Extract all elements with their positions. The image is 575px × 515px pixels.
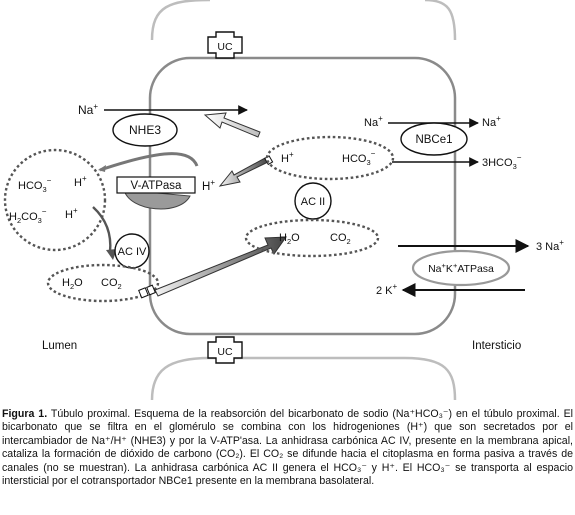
ac-iv-enzyme bbox=[114, 233, 150, 269]
na-k-atpase bbox=[411, 249, 511, 287]
tight-junction-bottom: UC bbox=[207, 336, 243, 364]
na-top-label: Na+ bbox=[78, 102, 98, 117]
ac-iv-label: AC IV bbox=[118, 246, 147, 258]
v-atpase-base bbox=[123, 189, 191, 210]
cytoplasm-co2-pool bbox=[244, 218, 380, 258]
lumen-co2-pool bbox=[46, 263, 160, 303]
lumen-co2-label: CO2 bbox=[101, 277, 122, 291]
cytoplasm-hco3-pool bbox=[265, 135, 395, 181]
nbce1-hco3-out-label: 3HCO3− bbox=[482, 153, 522, 171]
lumen-h2co3-pool bbox=[3, 148, 107, 252]
lumen-label: Lumen bbox=[42, 340, 77, 352]
lumen-hco3-label: HCO3− bbox=[18, 176, 52, 194]
nhe3-h-curve bbox=[99, 152, 199, 172]
figure-caption: Figura 1. Túbulo proximal. Esquema de la… bbox=[2, 408, 573, 488]
v-atpase-label: V-ATPasa bbox=[131, 180, 183, 192]
na-k-atpase-label: Na+K+ATPasa bbox=[428, 261, 494, 275]
uc-top-label: UC bbox=[217, 41, 233, 53]
nbce1-label: NBCe1 bbox=[415, 134, 452, 146]
cyto-hco3-label: HCO3− bbox=[342, 149, 376, 167]
na3-label: 3 Na+ bbox=[536, 238, 564, 253]
figure-label: Figura 1. bbox=[2, 408, 48, 420]
lumen-h2co3-label: H2CO3− bbox=[9, 207, 47, 225]
v-atpase-box bbox=[116, 176, 196, 194]
lumen-h2o-label: H2O bbox=[62, 277, 83, 291]
nbce1-na-out-label: Na+ bbox=[482, 114, 501, 129]
nhe3-label: NHE3 bbox=[129, 123, 161, 137]
lower-cell-outline bbox=[150, 356, 457, 400]
na-flow-arrow bbox=[203, 112, 261, 138]
nbce1-na-in-label: Na+ bbox=[364, 114, 383, 129]
to-ac-iv-arrow bbox=[92, 206, 112, 253]
h-flow-arrow bbox=[218, 157, 269, 187]
intersticio-label: Intersticio bbox=[472, 340, 521, 352]
k2-label: 2 K+ bbox=[376, 282, 398, 297]
co2-channel bbox=[138, 287, 149, 299]
tight-junction-top: UC bbox=[207, 31, 243, 59]
proximal-tubule-diagram: UC UC Na+ NHE3 V-ATPasa H+ HCO3− H+ H2CO… bbox=[3, 0, 564, 400]
cyto-h-label: H+ bbox=[281, 150, 294, 165]
uc-bottom-label: UC bbox=[217, 346, 233, 358]
lumen-h-label-2: H+ bbox=[65, 206, 78, 221]
cyto-co2-label: CO2 bbox=[330, 232, 351, 246]
cyto-h2o-label: H2O bbox=[279, 232, 300, 246]
lumen-h-label: H+ bbox=[74, 174, 87, 189]
h-left-of-vatpase: H+ bbox=[202, 178, 215, 193]
upper-cell-outline bbox=[150, 0, 457, 41]
caption-text: Túbulo proximal. Esquema de la reabsorci… bbox=[2, 408, 573, 488]
ac-ii-label: AC II bbox=[301, 196, 325, 208]
nhe3-transporter bbox=[112, 113, 178, 147]
co2-diffusion-arrow bbox=[154, 236, 287, 297]
nbce1-transporter bbox=[400, 122, 468, 156]
